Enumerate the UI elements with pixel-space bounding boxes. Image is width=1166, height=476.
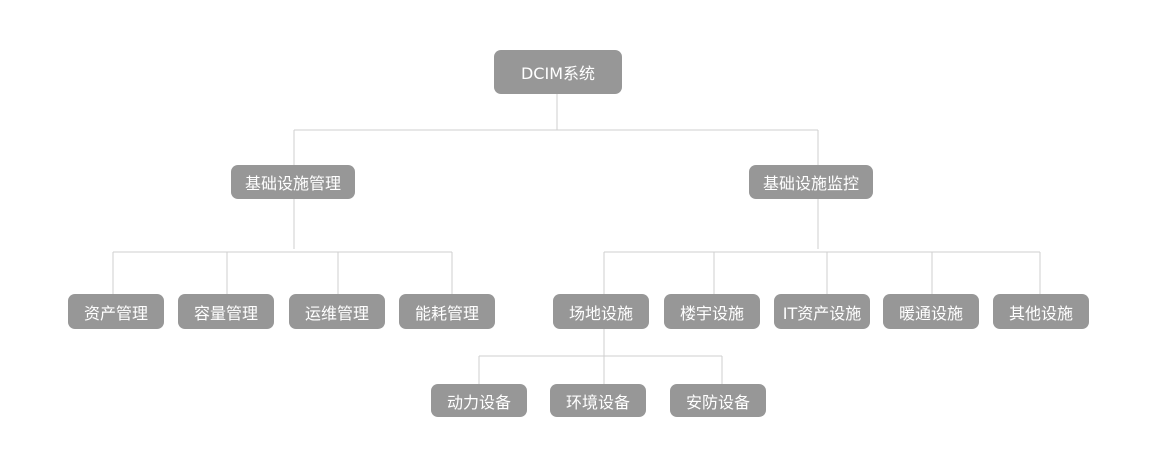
leaf-node-capacity-management[interactable]: 容量管理 (178, 294, 274, 329)
root-node[interactable]: DCIM系统 (494, 50, 622, 94)
leaf-node-building-facilities[interactable]: 楼宇设施 (664, 294, 760, 329)
leaf-node-it-asset-facilities[interactable]: IT资产设施 (774, 294, 870, 329)
leaf-node-site-facilities[interactable]: 场地设施 (553, 294, 649, 329)
leaf-node-energy-management[interactable]: 能耗管理 (399, 294, 495, 329)
leaf-node-operations-management[interactable]: 运维管理 (289, 294, 385, 329)
branch-node-infrastructure-management[interactable]: 基础设施管理 (231, 165, 355, 199)
branch-node-infrastructure-monitoring[interactable]: 基础设施监控 (749, 165, 873, 199)
leaf-node-asset-management[interactable]: 资产管理 (68, 294, 164, 329)
leaf-node-security-equipment[interactable]: 安防设备 (670, 384, 766, 417)
leaf-node-environment-equipment[interactable]: 环境设备 (550, 384, 646, 417)
leaf-node-power-equipment[interactable]: 动力设备 (431, 384, 527, 417)
leaf-node-hvac-facilities[interactable]: 暖通设施 (883, 294, 979, 329)
leaf-node-other-facilities[interactable]: 其他设施 (993, 294, 1089, 329)
